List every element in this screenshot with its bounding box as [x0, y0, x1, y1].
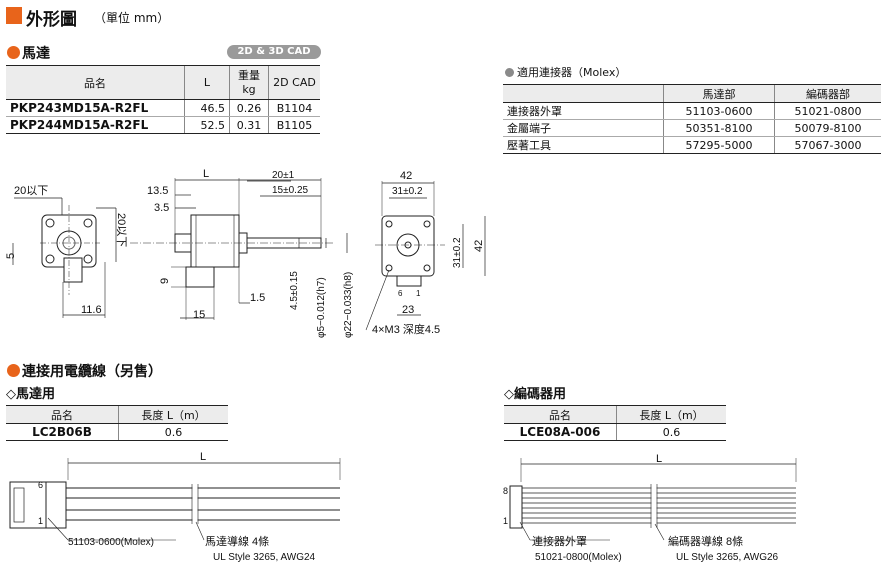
motor-connector-label: 51103-0600(Molex) — [68, 537, 154, 548]
cable-heading: 連接用電纜線（另售） — [22, 364, 162, 380]
dim-11-6: 11.6 — [81, 304, 102, 316]
encoder-housing-part: 51021-0800(Molex) — [535, 552, 622, 563]
table-row: PKP244MD15A-R2FL 52.5 0.31 B1105 — [6, 116, 320, 134]
dim-13-5: 13.5 — [147, 185, 168, 197]
dim-9: 9 — [159, 278, 171, 284]
table-row: 金屬端子 50351-8100 50079-8100 — [503, 119, 881, 137]
motor-part: 50351-8100 — [663, 119, 775, 137]
front-view — [365, 181, 486, 331]
dim-31-side: 31±0.2 — [452, 237, 463, 268]
encoder-lead-label: 編碼器導線 8條 — [668, 534, 743, 548]
dim-1-5: 1.5 — [250, 292, 265, 304]
connector-item: 壓著工具 — [503, 136, 664, 154]
connector-col-encoder: 編碼器部 — [774, 84, 881, 103]
length-value: 46.5 — [184, 99, 230, 117]
encoder-housing-label: 連接器外罩 — [532, 534, 587, 548]
connector-heading: 適用連接器（Molex） — [517, 66, 627, 79]
weight-value: 0.31 — [229, 116, 269, 134]
dim-L: L — [203, 168, 209, 180]
cable-col-length: 長度 L（m） — [616, 405, 726, 424]
cable-length: 0.6 — [616, 423, 726, 441]
dim-4-5: 4.5±0.15 — [289, 271, 300, 310]
thread-note: 4×M3 深度4.5 — [372, 322, 440, 336]
motor-col-L: L — [184, 65, 230, 100]
pin-label-8-encoder: 8 — [503, 486, 508, 496]
cad-link[interactable]: B1105 — [268, 116, 320, 134]
motor-cable-table: 品名 長度 L（m） LC2B06B 0.6 — [6, 405, 228, 441]
encoder-part: 57067-3000 — [774, 136, 881, 154]
page-title: 外形圖 — [26, 10, 77, 30]
motor-heading-dot — [7, 46, 20, 59]
model-name: PKP244MD15A-R2FL — [6, 116, 185, 134]
pin-label-1: 1 — [416, 289, 421, 298]
motor-cable — [9, 458, 341, 541]
encoder-cable-table: 品名 長度 L（m） LCE08A-006 0.6 — [504, 405, 726, 441]
encoder-spec-label: UL Style 3265, AWG26 — [676, 552, 779, 563]
connector-item: 金屬端子 — [503, 119, 664, 137]
pin-label-6: 6 — [398, 289, 403, 298]
dim-3-5: 3.5 — [154, 202, 169, 214]
pin-label-1-encoder: 1 — [503, 516, 508, 526]
cable-length: 0.6 — [118, 423, 228, 441]
weight-value: 0.26 — [229, 99, 269, 117]
connector-col-motor: 馬達部 — [663, 84, 775, 103]
rear-view — [12, 197, 117, 318]
cable-model: LCE08A-006 — [504, 423, 617, 441]
dim-42-top: 42 — [400, 170, 412, 182]
dim-20max-side: 20以下 — [115, 213, 127, 247]
connector-table: 馬達部 編碼器部 連接器外罩 51103-0600 51021-0800 金屬端… — [503, 84, 881, 154]
unit-note: （單位 mm） — [94, 11, 170, 25]
encoder-part: 51021-0800 — [774, 102, 881, 120]
motor-lead-label: 馬達導線 4條 — [205, 534, 269, 548]
connector-heading-dot — [505, 68, 514, 77]
connector-col-blank — [503, 84, 664, 103]
encoder-cable — [509, 458, 797, 541]
cable-length-L-motor: L — [200, 451, 206, 463]
side-view — [130, 178, 348, 320]
pin-label-6-motor: 6 — [38, 480, 43, 490]
cable-drawing: L 6 1 51103-0600(Molex) 馬達導線 4條 UL Style… — [9, 451, 797, 563]
motor-cable-subheading: ◇馬達用 — [6, 387, 55, 402]
dim-15pm025: 15±0.25 — [272, 185, 309, 196]
motor-heading: 馬達 — [22, 46, 50, 62]
cable-length-L-encoder: L — [656, 453, 662, 465]
cad-badge[interactable]: 2D & 3D CAD — [227, 45, 321, 59]
table-row: LCE08A-006 0.6 — [504, 423, 726, 441]
dim-15: 15 — [193, 309, 205, 321]
dim-phi5: φ5−0.012(h7) — [316, 277, 327, 338]
cable-col-length: 長度 L（m） — [118, 405, 228, 424]
dim-20pm1: 20±1 — [272, 170, 295, 181]
outline-drawing: 20以下 20以下 5 11.6 L 13.5 3.5 20±1 15±0.25… — [5, 168, 486, 338]
motor-part: 57295-5000 — [663, 136, 775, 154]
motor-col-weight: 重量 kg — [229, 65, 269, 100]
motor-col-name: 品名 — [6, 65, 185, 100]
table-row: PKP243MD15A-R2FL 46.5 0.26 B1104 — [6, 99, 320, 117]
motor-table: 品名 L 重量 kg 2D CAD PKP243MD15A-R2FL 46.5 … — [6, 65, 320, 134]
cable-col-name: 品名 — [504, 405, 617, 424]
motor-spec-label: UL Style 3265, AWG24 — [213, 552, 316, 563]
cad-link[interactable]: B1104 — [268, 99, 320, 117]
title-marker — [6, 7, 22, 24]
table-row: 連接器外罩 51103-0600 51021-0800 — [503, 102, 881, 120]
encoder-cable-subheading: ◇編碼器用 — [504, 387, 566, 402]
cable-heading-dot — [7, 364, 20, 377]
dim-20max-rear: 20以下 — [14, 185, 48, 197]
dim-42-side: 42 — [473, 240, 485, 252]
model-name: PKP243MD15A-R2FL — [6, 99, 185, 117]
cable-model: LC2B06B — [6, 423, 119, 441]
motor-col-cad: 2D CAD — [268, 65, 320, 100]
length-value: 52.5 — [184, 116, 230, 134]
connector-item: 連接器外罩 — [503, 102, 664, 120]
table-row: 壓著工具 57295-5000 57067-3000 — [503, 136, 881, 154]
cable-col-name: 品名 — [6, 405, 119, 424]
pin-label-1-motor: 1 — [38, 516, 43, 526]
table-row: LC2B06B 0.6 — [6, 423, 228, 441]
dim-23: 23 — [402, 304, 414, 316]
dim-phi22: φ22−0.033(h8) — [343, 272, 354, 338]
dim-31-top: 31±0.2 — [392, 186, 423, 197]
motor-part: 51103-0600 — [663, 102, 775, 120]
encoder-part: 50079-8100 — [774, 119, 881, 137]
dim-5: 5 — [5, 253, 17, 259]
